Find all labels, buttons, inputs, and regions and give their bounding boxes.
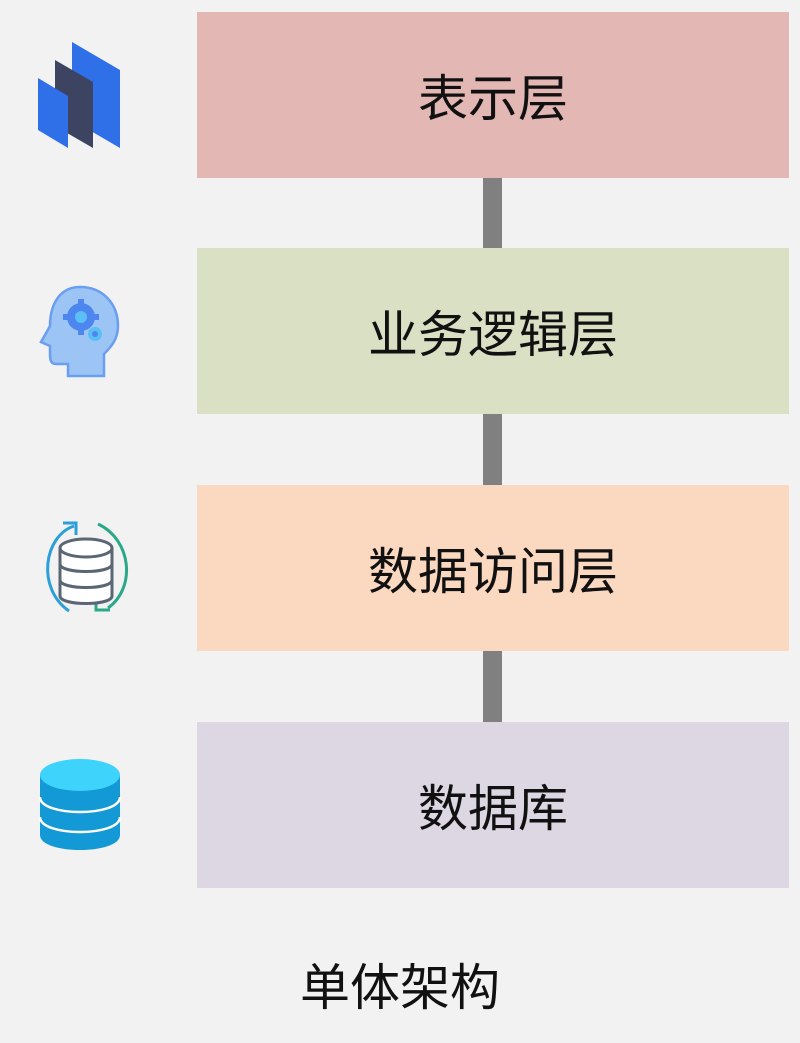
head-gears-icon [39, 285, 120, 378]
layer-label: 数据库 [418, 780, 568, 838]
database-layer-box: 数据库 [197, 722, 789, 888]
presentation-layers-icon [38, 42, 120, 148]
data-access-layer-box: 数据访问层 [197, 485, 789, 651]
database-icon [38, 759, 122, 850]
layer-label: 业务逻辑层 [368, 306, 618, 364]
connector [483, 414, 502, 485]
diagram-caption: 单体架构 [300, 959, 500, 1017]
connector [483, 651, 502, 722]
business-logic-layer-box: 业务逻辑层 [197, 248, 789, 414]
database-sync-icon [46, 521, 129, 613]
connector [483, 178, 502, 248]
layer-label: 表示层 [418, 70, 568, 128]
presentation-layer-box: 表示层 [197, 12, 789, 178]
layer-label: 数据访问层 [368, 543, 618, 601]
